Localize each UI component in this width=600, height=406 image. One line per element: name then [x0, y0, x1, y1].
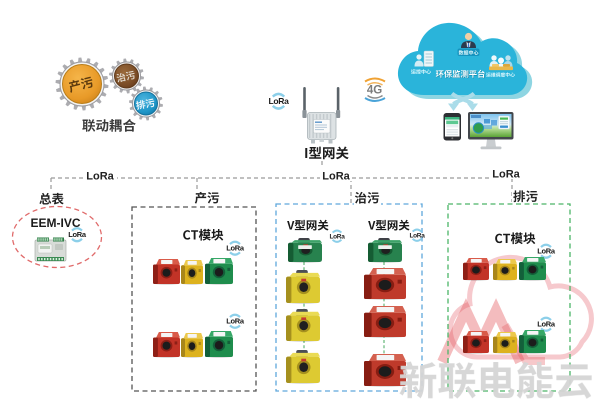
svg-text:EEM-IVC: EEM-IVC — [30, 216, 80, 230]
svg-text:LoRa: LoRa — [409, 232, 425, 239]
svg-text:LoRa: LoRa — [537, 247, 556, 256]
svg-text:LoRa: LoRa — [322, 171, 350, 183]
svg-text:LoRa: LoRa — [268, 96, 289, 106]
svg-text:LoRa: LoRa — [68, 230, 87, 239]
svg-text:4G: 4G — [367, 85, 382, 97]
svg-text:LoRa: LoRa — [86, 171, 114, 183]
svg-text:LoRa: LoRa — [329, 233, 345, 240]
svg-text:LoRa: LoRa — [226, 317, 245, 326]
svg-text:LoRa: LoRa — [226, 244, 245, 253]
svg-text:LoRa: LoRa — [537, 320, 556, 329]
svg-text:LoRa: LoRa — [492, 169, 520, 181]
